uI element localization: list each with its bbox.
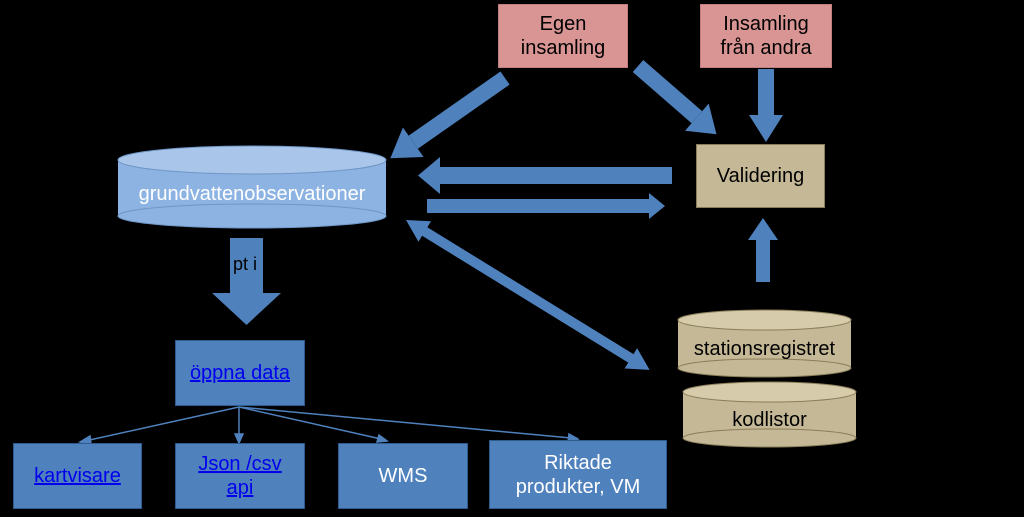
kartvisare-link[interactable]: kartvisare: [34, 465, 121, 487]
codes-cylinder: [682, 381, 857, 448]
arrow-egen-to-database: [390, 71, 510, 159]
insamling-andra-box: Insamling från andra: [700, 4, 832, 68]
egen-insamling-box: Egen insamling: [498, 4, 628, 68]
arrow-egen-to-validering: [632, 59, 717, 135]
open-data-box[interactable]: öppna data: [175, 340, 305, 406]
arrow-database-to-opendata: [212, 238, 281, 325]
database-label: grundvattenobservationer: [138, 182, 366, 205]
stations-cylinder: [677, 309, 852, 378]
database-cylinder: [117, 145, 387, 229]
distribution-arrows: [77, 406, 580, 445]
open-data-link[interactable]: öppna data: [189, 362, 291, 384]
arrow-andra-to-validering: [749, 69, 783, 142]
arrow-database-stations: [406, 220, 650, 370]
arrow-stations-to-validering: [748, 218, 778, 282]
export-arrow-label: pt i: [233, 254, 258, 274]
json-csv-link[interactable]: Json /csv api: [198, 453, 282, 499]
wms-box: WMS: [338, 443, 468, 509]
riktade-produkter-box: Riktade produkter, VM: [489, 440, 667, 509]
codes-label: kodlistor: [732, 408, 807, 431]
arrow-database-to-validering: [427, 193, 665, 219]
arrow-validering-to-database: [418, 157, 672, 194]
kartvisare-box[interactable]: kartvisare: [13, 443, 142, 509]
validering-box: Validering: [696, 144, 825, 208]
stations-label: stationsregistret: [693, 337, 836, 360]
json-csv-box[interactable]: Json /csv api: [175, 443, 305, 509]
